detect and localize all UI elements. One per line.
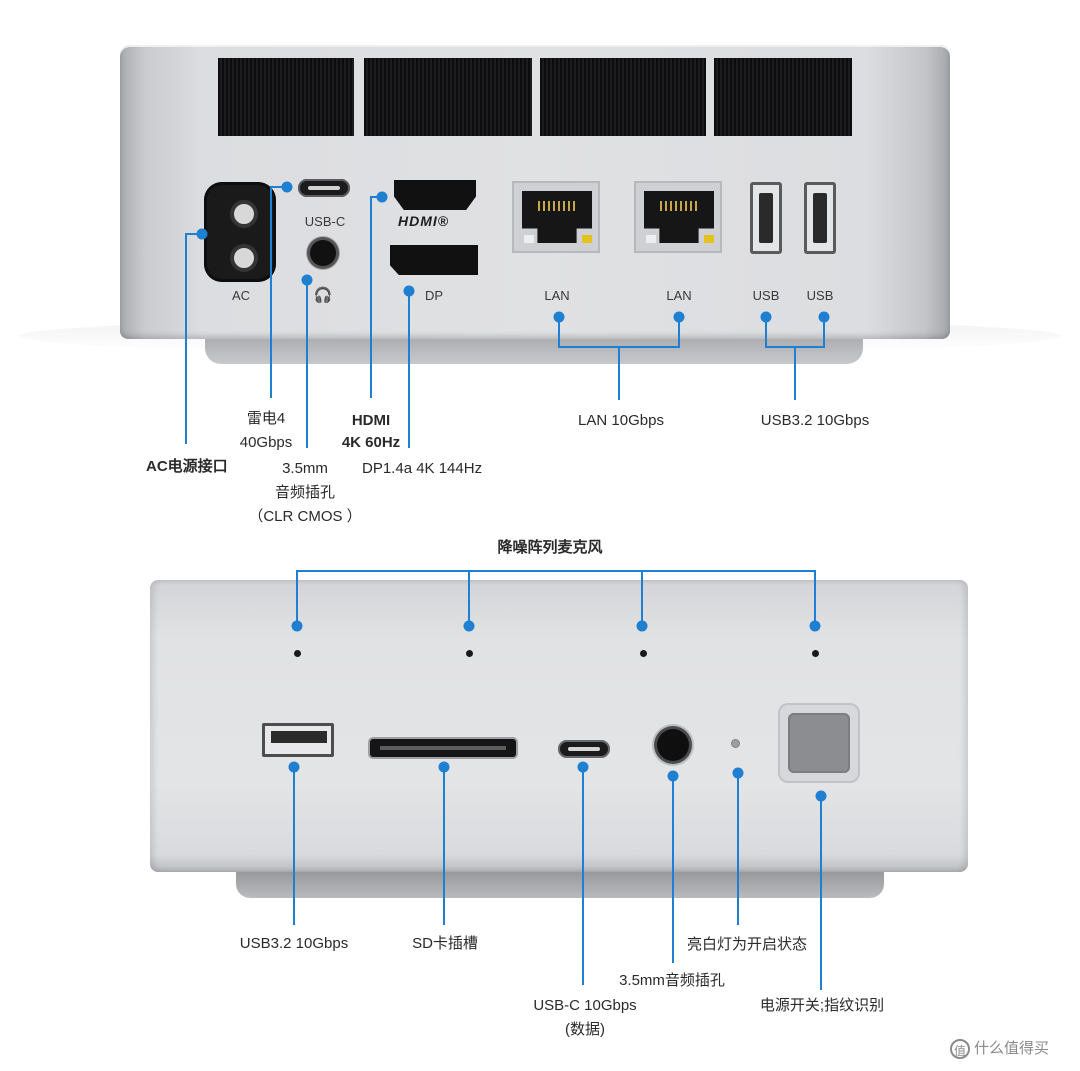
callout-power-fingerprint: 电源开关;指纹识别 — [759, 997, 885, 1014]
lan-port-1-label: LAN — [544, 288, 570, 303]
callout-hdmi-line1: HDMI — [351, 412, 391, 429]
ac-pin-top — [230, 200, 258, 228]
rear-vent-4 — [714, 58, 852, 136]
rear-usbc-label: USB-C — [304, 214, 346, 229]
rear-audio-jack — [310, 240, 336, 266]
rear-vent-2 — [364, 58, 532, 136]
rear-usb-1-label: USB — [752, 288, 780, 303]
rear-usb-port-1 — [750, 182, 782, 254]
callout-dp: DP1.4a 4K 144Hz — [362, 460, 483, 477]
mic-hole-2 — [466, 650, 473, 657]
callout-thunderbolt-line2: 40Gbps — [239, 434, 293, 451]
ac-power-socket — [204, 182, 276, 282]
hdmi-port — [394, 180, 476, 210]
displayport-port — [390, 245, 478, 275]
callout-audio-line2: 音频插孔 — [274, 484, 336, 501]
power-led — [732, 740, 739, 747]
lan-port-1 — [512, 181, 600, 253]
mic-hole-4 — [812, 650, 819, 657]
power-button — [778, 703, 860, 783]
callout-led: 亮白灯为开启状态 — [686, 936, 808, 953]
callout-hdmi-line2: 4K 60Hz — [341, 434, 401, 451]
watermark: 值什么值得买 — [950, 1037, 1050, 1060]
rear-usb-2-label: USB — [806, 288, 834, 303]
ac-port-label: AC — [231, 288, 251, 303]
headphone-icon: 🎧 — [313, 287, 333, 304]
watermark-text: 什么值得买 — [974, 1040, 1050, 1057]
callout-front-usb: USB3.2 10Gbps — [239, 935, 349, 952]
rear-usbc-port — [298, 179, 350, 197]
callout-audio-line1: 3.5mm — [282, 460, 328, 477]
callout-rear-usb: USB3.2 10Gbps — [760, 412, 870, 429]
callout-usbc-line2: (数据) — [565, 1021, 605, 1038]
callout-ac-power: AC电源接口 — [146, 458, 228, 475]
lan-port-2-label: LAN — [666, 288, 692, 303]
fingerprint-sensor — [788, 713, 850, 773]
callout-thunderbolt-line1: 雷电4 — [246, 410, 286, 427]
mic-hole-1 — [294, 650, 301, 657]
rear-vent-1 — [218, 58, 354, 136]
hdmi-logo: HDMI® — [398, 213, 450, 229]
front-audio-jack — [657, 729, 689, 761]
callout-usbc-line1: USB-C 10Gbps — [533, 997, 637, 1014]
callout-lan: LAN 10Gbps — [578, 412, 664, 429]
sd-card-slot — [370, 739, 516, 757]
callout-audio-line3: （CLR CMOS ） — [248, 508, 362, 525]
dp-port-label: DP — [424, 288, 444, 303]
callout-mic-array: 降噪阵列麦克风 — [497, 539, 603, 556]
front-usb-port — [262, 723, 334, 757]
lan-port-2 — [634, 181, 722, 253]
callout-front-audio: 3.5mm音频插孔 — [619, 972, 725, 989]
front-usbc-port — [558, 740, 610, 758]
watermark-logo-icon: 值 — [950, 1039, 970, 1060]
rear-vent-3 — [540, 58, 706, 136]
ac-pin-bottom — [230, 244, 258, 272]
callout-sd-slot: SD卡插槽 — [412, 935, 478, 952]
mic-hole-3 — [640, 650, 647, 657]
rear-usb-port-2 — [804, 182, 836, 254]
